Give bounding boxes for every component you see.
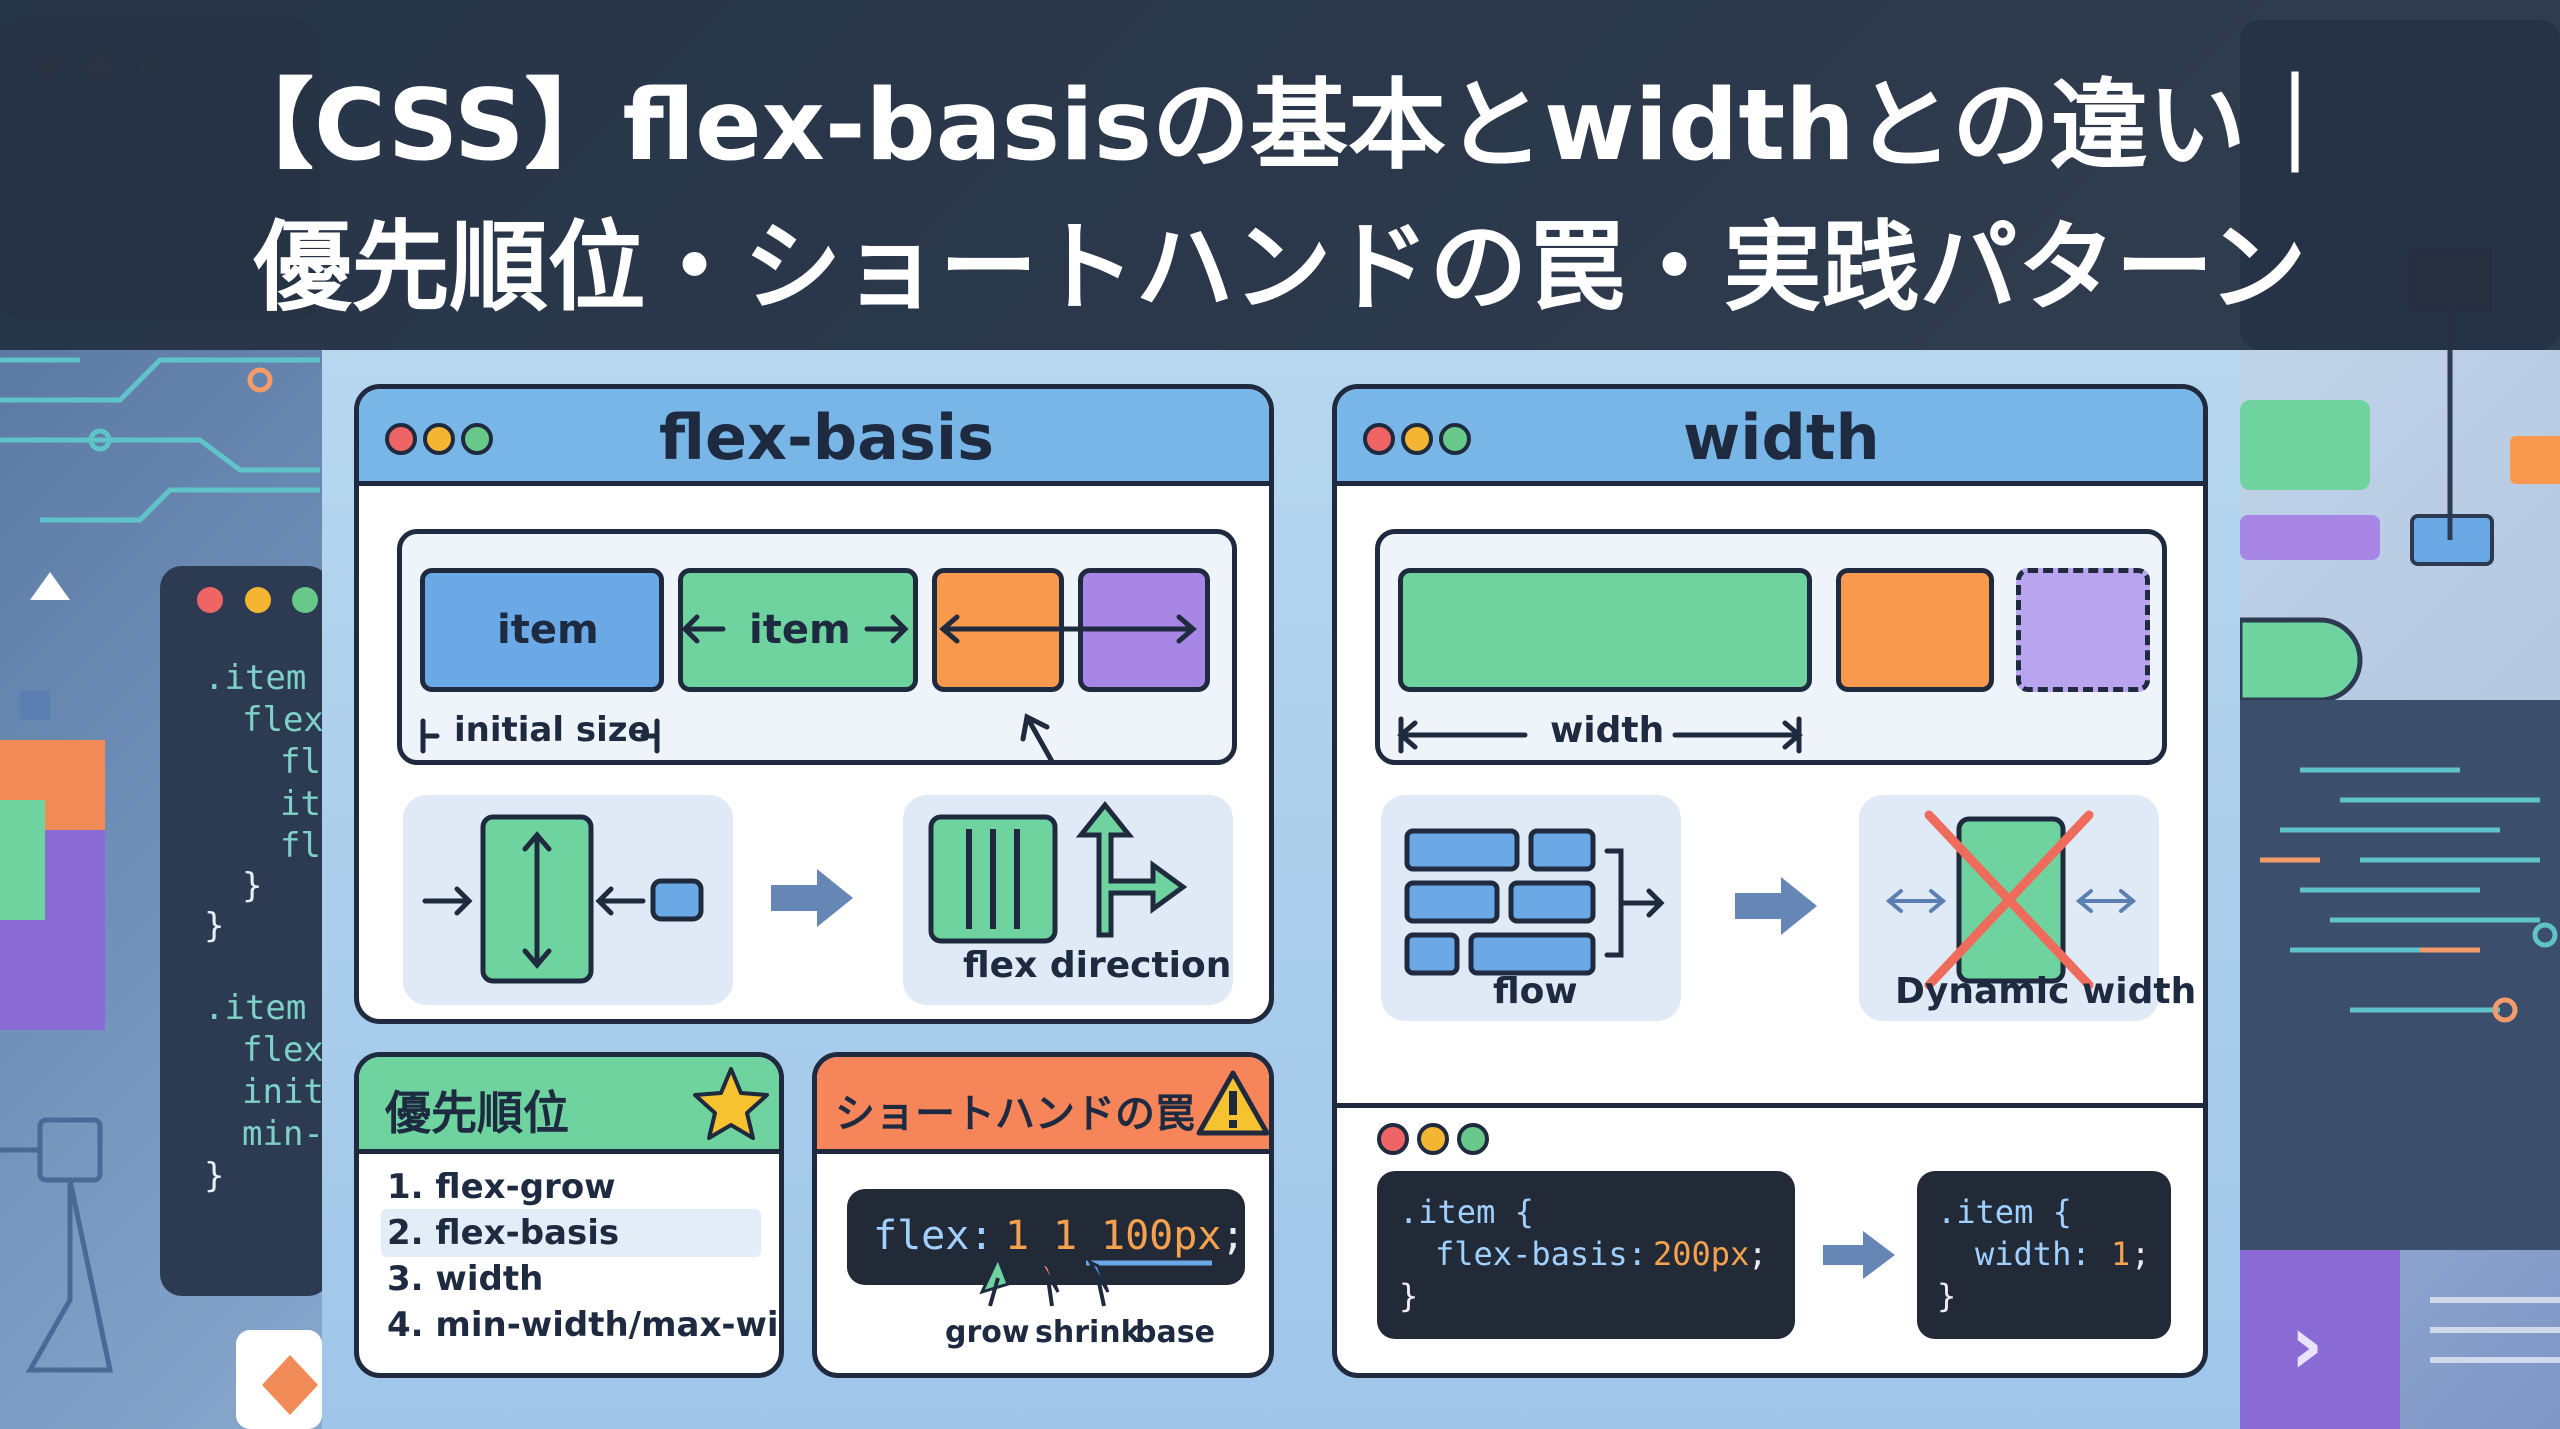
code-semicolon: ; <box>2131 1235 2151 1273</box>
divider <box>1337 1103 2203 1108</box>
base-label: base <box>1135 1315 1215 1350</box>
window-dot-red <box>1363 423 1395 455</box>
flex-direction-diagram: flex direction <box>903 795 1233 1005</box>
width-label: width <box>1550 710 1665 751</box>
placeholder-box <box>2016 568 2150 692</box>
code-block-width: .item { width: 1 ; } <box>1917 1171 2171 1339</box>
title-banner: 【CSS】flex-basisの基本とwidthとの違い｜ 優先順位・ショートハ… <box>0 0 2560 350</box>
code-line: .item { <box>1937 1193 2072 1231</box>
fixed-width-box <box>1398 568 1812 692</box>
shorthand-pointers <box>979 1254 1212 1307</box>
item-label: item <box>497 607 599 653</box>
arrow-right-icon <box>771 869 853 927</box>
chevron-right-icon: › <box>2290 1298 2324 1393</box>
flex-container-demo: item item initial size <box>397 529 1237 765</box>
shorthand-header: ショートハンドの罠 <box>817 1057 1269 1154</box>
priority-panel: 優先順位 1. flex-grow 2. flex-basis 3. width… <box>354 1052 784 1378</box>
panel-header: flex-basis <box>359 389 1269 486</box>
code-line: it <box>280 784 321 824</box>
background-code-editor: .item flex fl it fl } } .item flex init … <box>160 620 322 1290</box>
window-dot-yellow <box>1401 423 1433 455</box>
code-block-flex-basis: .item { flex-basis: 200px ; } <box>1377 1171 1795 1339</box>
code-line: } <box>204 906 225 946</box>
width-arrow <box>1397 716 1803 754</box>
code-value-grow: 1 <box>1005 1213 1030 1259</box>
shorthand-title: ショートハンドの罠 <box>835 1091 1195 1137</box>
warning-icon <box>1196 1070 1269 1136</box>
width-container-demo: width <box>1375 529 2167 765</box>
priority-item: 4. min-width/max-width <box>387 1305 779 1345</box>
flex-direction-label: flex direction <box>963 945 1232 986</box>
code-line: .item <box>204 658 307 698</box>
window-dot-green <box>1439 423 1471 455</box>
flex-arrows <box>420 614 1197 765</box>
code-line: flex <box>242 1030 322 1070</box>
arrow-right-icon <box>1735 877 1817 935</box>
grow-label: grow <box>945 1315 1030 1350</box>
code-property: flex-basis: <box>1435 1235 1647 1273</box>
flow-label: flow <box>1493 971 1578 1012</box>
crossed-box <box>1885 810 2137 990</box>
code-line: init <box>242 1072 322 1112</box>
code-line: min- <box>242 1114 322 1154</box>
item-box-orange <box>1836 568 1994 692</box>
code-value-basis: 100px <box>1101 1213 1222 1259</box>
code-line: fl <box>280 742 321 782</box>
item-label: item <box>749 607 851 653</box>
priority-item: 2. flex-basis <box>387 1213 620 1253</box>
window-dot-yellow <box>1417 1123 1449 1155</box>
window-dot-yellow <box>423 423 455 455</box>
code-property: flex: <box>873 1213 994 1259</box>
basis-axis-diagram <box>403 795 733 1005</box>
close-x-icon: ✕ <box>2456 700 2500 760</box>
initial-size-label: initial size <box>454 710 651 750</box>
flex-shorthand-code: flex: 1 1 100px ; <box>847 1189 1245 1285</box>
flex-basis-panel: flex-basis item item initial size <box>354 384 1274 1024</box>
code-line: .item { <box>1399 1193 1534 1231</box>
priority-item: 3. width <box>387 1259 544 1299</box>
window-dot-green <box>461 423 493 455</box>
code-value: 1 <box>2111 1235 2131 1273</box>
dynamic-width-diagram: Dynamic width <box>1859 795 2196 1021</box>
flow-blocks <box>1404 828 1665 976</box>
arrow-right-icon <box>1823 1231 1895 1279</box>
code-value-shrink: 1 <box>1053 1213 1078 1259</box>
dynamic-width-label: Dynamic width <box>1895 971 2197 1012</box>
code-line: .item <box>204 988 307 1028</box>
code-line: fl <box>280 826 321 866</box>
window-dot-red <box>1377 1123 1409 1155</box>
title-line-1: 【CSS】flex-basisの基本とwidthとの違い｜ <box>216 69 2344 183</box>
panel-header: width <box>1337 389 2203 486</box>
code-line: } <box>1399 1277 1419 1315</box>
title-line-2: 優先順位・ショートハンドの罠・実践パターン <box>253 211 2307 325</box>
priority-highlight <box>381 1209 761 1257</box>
code-semicolon: ; <box>1748 1235 1768 1273</box>
window-dot-green <box>1457 1123 1489 1155</box>
code-line: } <box>204 1156 225 1196</box>
code-line: } <box>1937 1277 1957 1315</box>
direction-arrows <box>928 800 1188 944</box>
axis-arrows <box>422 814 704 984</box>
code-semicolon: ; <box>1221 1213 1246 1259</box>
width-panel: width width flow <box>1332 384 2208 1378</box>
code-property: width: <box>1975 1235 2091 1273</box>
flow-diagram: flow <box>1381 795 1681 1021</box>
panel-title: flex-basis <box>659 401 995 474</box>
item-box-blue: item <box>420 568 664 692</box>
priority-title: 優先順位 <box>385 1086 569 1140</box>
panel-title: width <box>1683 401 1880 474</box>
code-line: } <box>242 866 263 906</box>
shrink-label: shrink <box>1035 1315 1141 1350</box>
priority-header: 優先順位 <box>359 1057 779 1154</box>
star-icon <box>693 1067 769 1140</box>
priority-item: 1. flex-grow <box>387 1167 616 1207</box>
code-line: flex <box>242 700 322 740</box>
code-value: 200px <box>1653 1235 1750 1273</box>
window-dot-red <box>385 423 417 455</box>
shorthand-trap-panel: ショートハンドの罠 flex: 1 1 100px ; grow shrink … <box>812 1052 1274 1378</box>
